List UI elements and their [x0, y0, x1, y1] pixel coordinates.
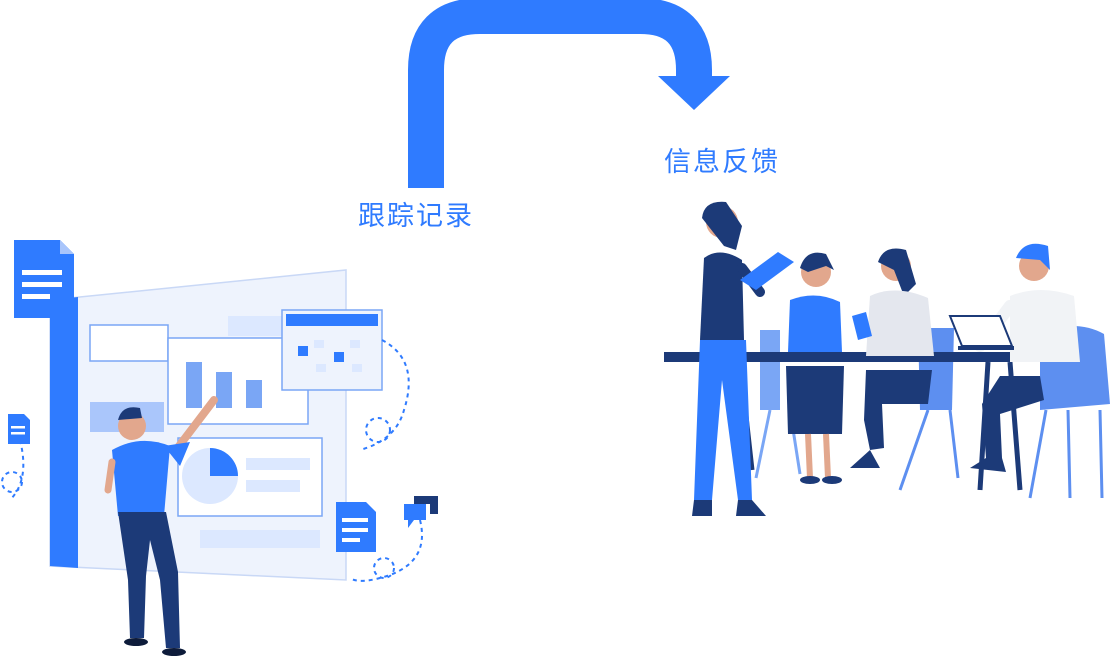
arrow-curve-icon — [408, 0, 730, 188]
meeting-illustration — [664, 201, 1110, 516]
document-icon — [14, 240, 74, 318]
track-record-label: 跟踪记录 — [358, 201, 474, 232]
chat-bubble-icon — [404, 496, 438, 528]
info-feedback-label: 信息反馈 — [664, 147, 780, 178]
man-pointing-figure — [104, 396, 218, 656]
document-icon — [8, 414, 30, 444]
document-icon — [336, 502, 376, 552]
